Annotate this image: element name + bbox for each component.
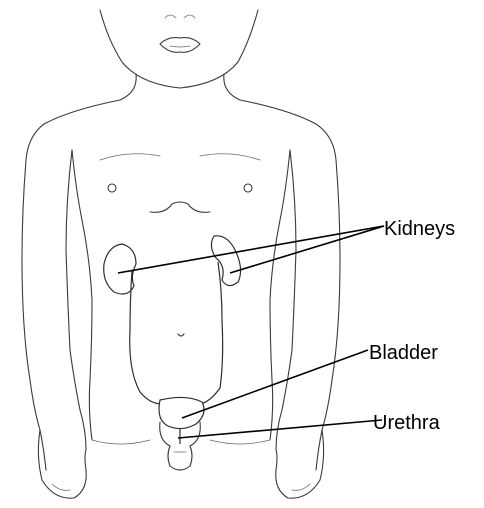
bladder-label: Bladder <box>369 343 438 363</box>
urethra-leader <box>178 420 382 438</box>
pelvis-sketch <box>168 446 192 470</box>
head-sketch <box>100 10 258 88</box>
torso-sketch <box>22 74 340 498</box>
urethra-label: Urethra <box>373 413 440 433</box>
left-ureter <box>130 270 162 404</box>
bladder-leader <box>182 350 368 418</box>
right-ureter <box>200 262 223 404</box>
kidneys-label: Kidneys <box>384 219 455 239</box>
right-kidney <box>211 236 240 286</box>
